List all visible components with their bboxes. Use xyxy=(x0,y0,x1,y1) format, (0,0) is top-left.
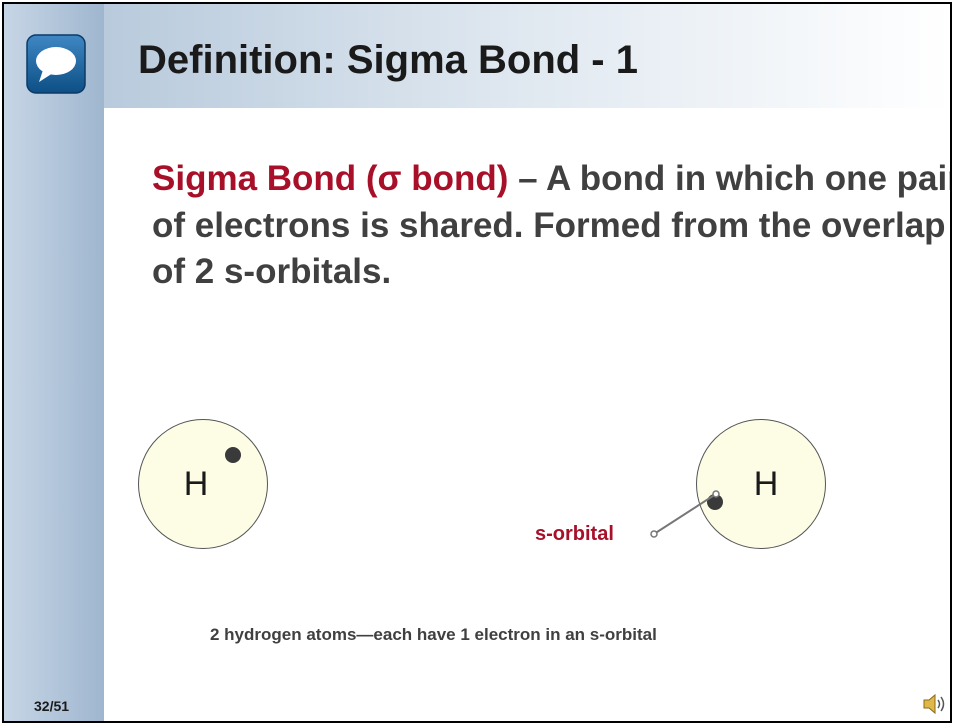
diagram-caption: 2 hydrogen atoms—each have 1 electron in… xyxy=(210,625,657,645)
sidebar xyxy=(4,4,104,721)
hydrogen-atom-right: H xyxy=(696,419,826,549)
page-number: 32/51 xyxy=(34,698,69,714)
electron-right xyxy=(707,494,723,510)
hydrogen-atom-left: H xyxy=(138,419,268,549)
electron-left xyxy=(225,447,241,463)
chat-bubble-icon xyxy=(26,34,86,94)
sigma-bond-term: Sigma Bond (σ bond) xyxy=(152,159,508,198)
definition-text: Sigma Bond (σ bond) – A bond in which on… xyxy=(152,156,952,296)
slide-title: Definition: Sigma Bond - 1 xyxy=(138,38,638,83)
atom-symbol-right: H xyxy=(697,420,825,548)
speaker-icon[interactable] xyxy=(922,692,948,716)
s-orbital-label: s-orbital xyxy=(535,523,614,546)
atom-symbol-left: H xyxy=(139,420,267,548)
s-orbital-leader-line xyxy=(4,4,952,723)
